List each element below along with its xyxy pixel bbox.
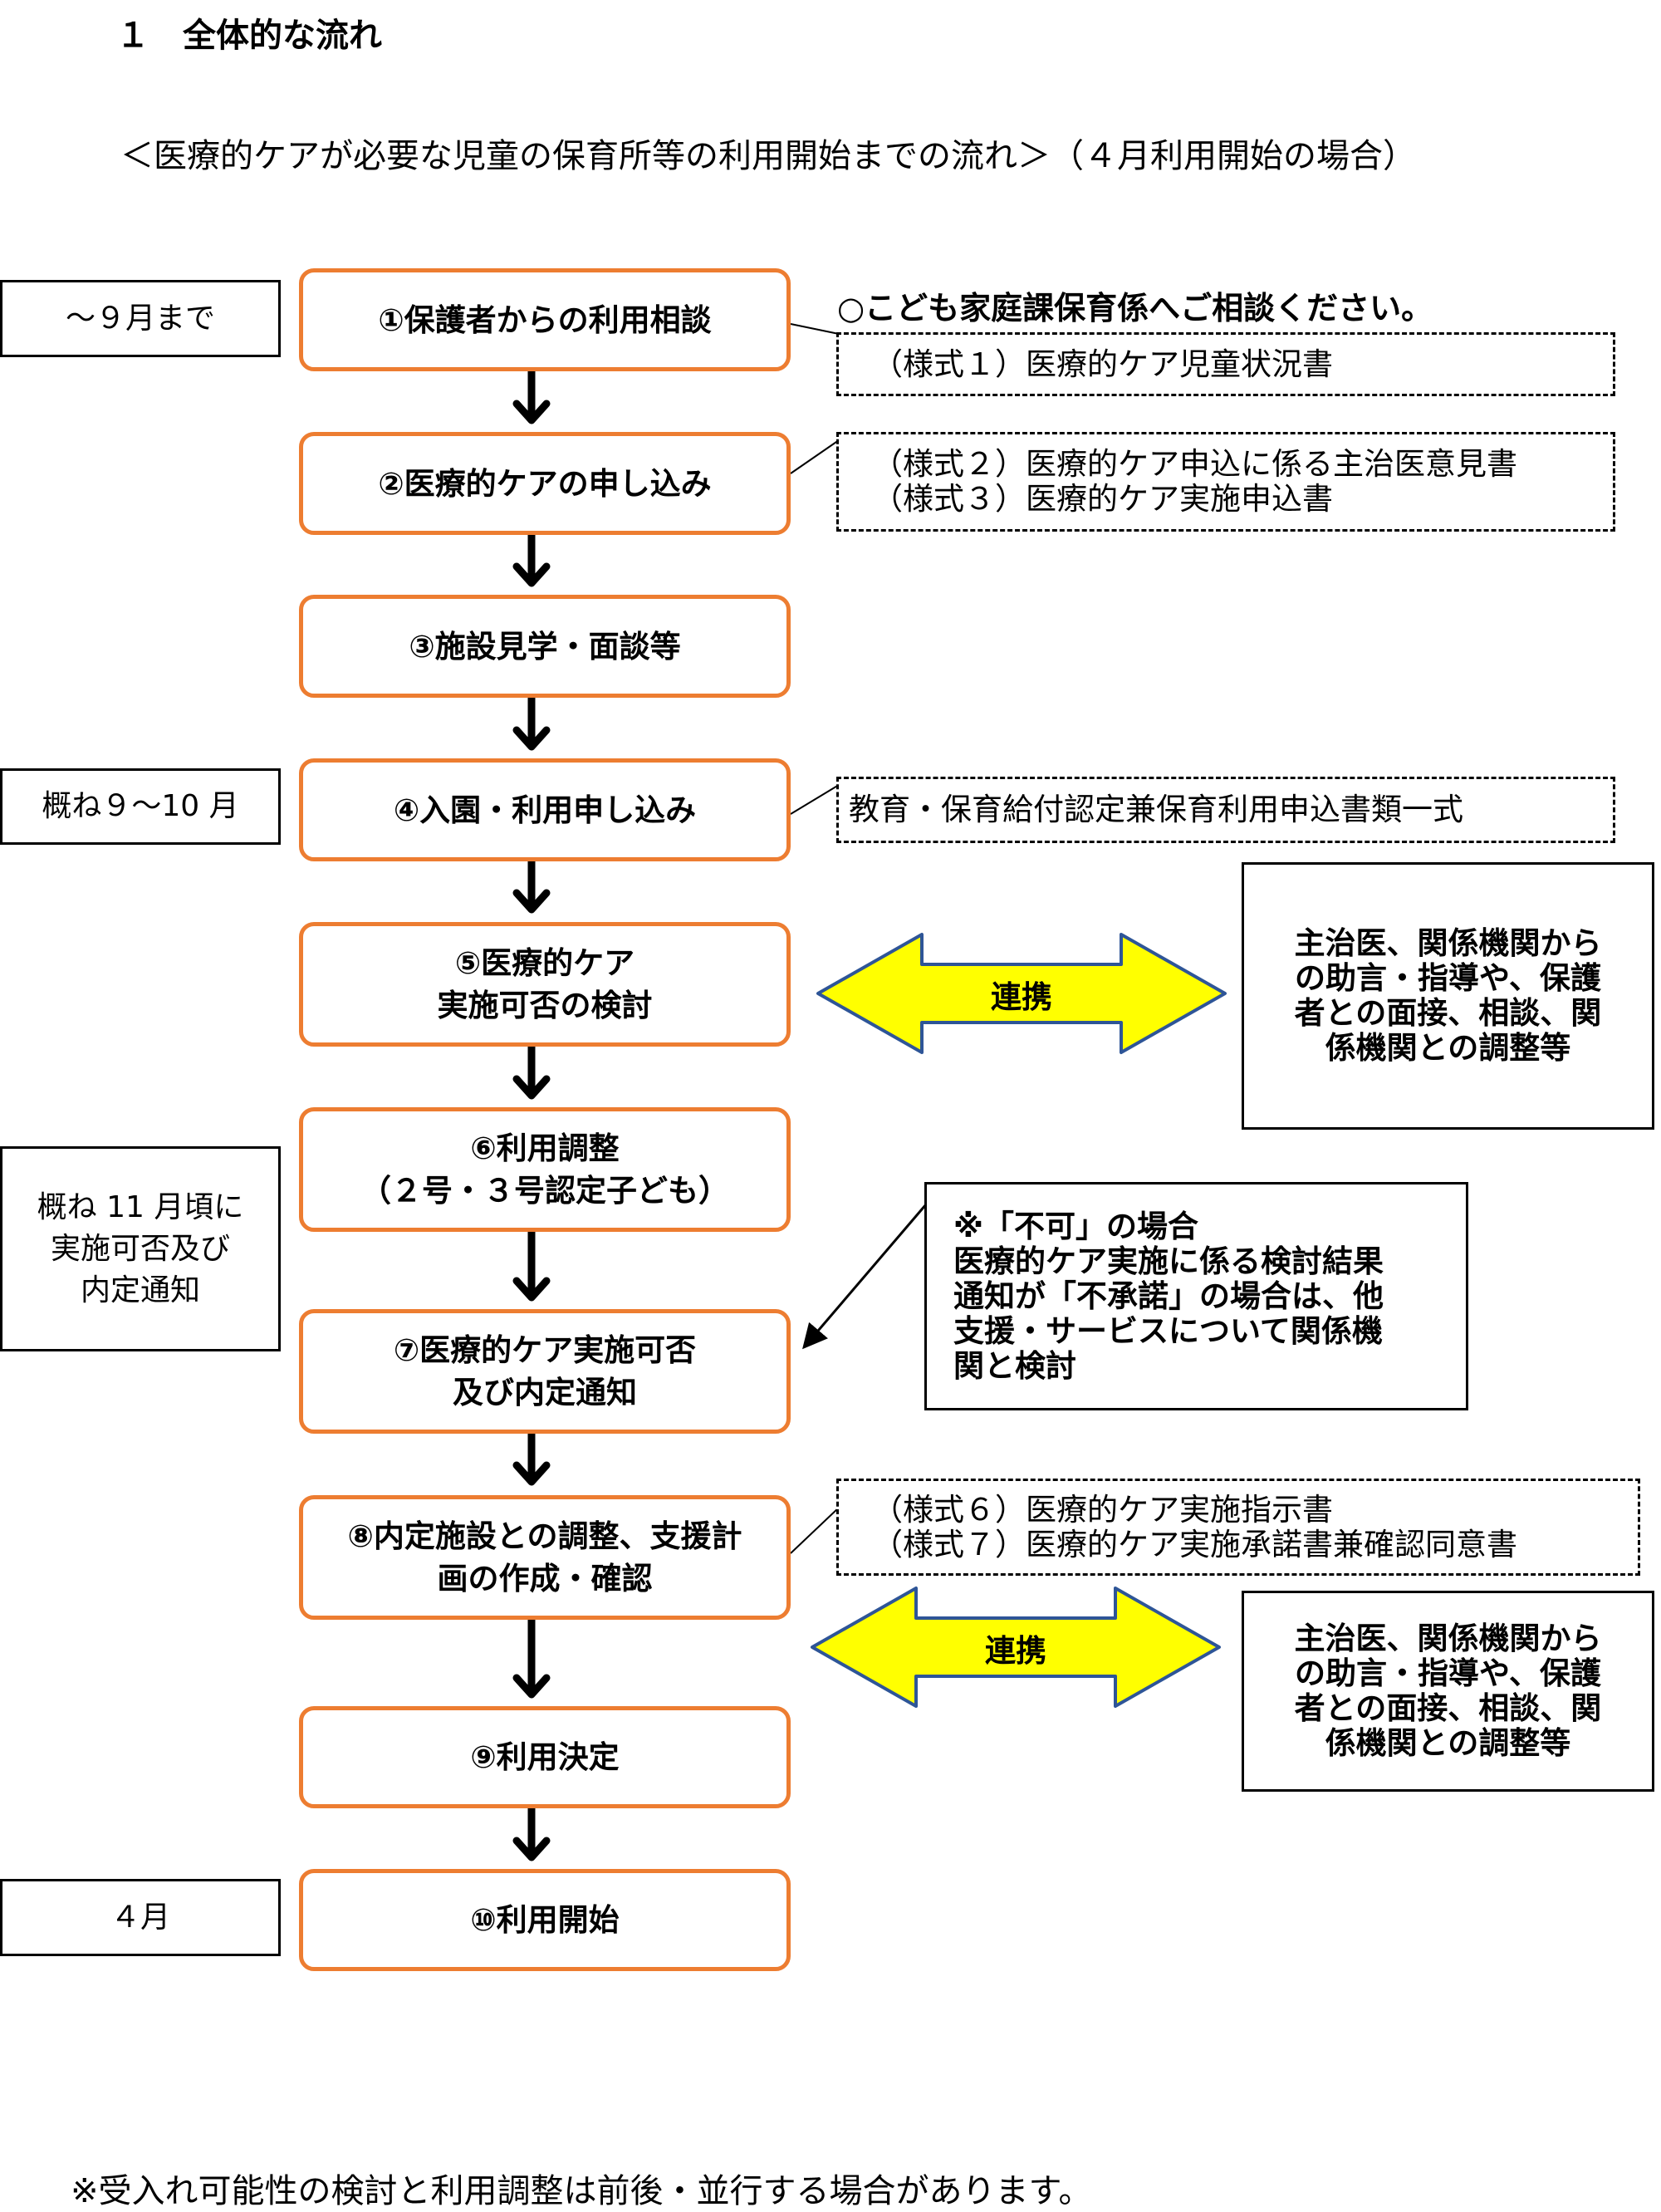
flow-step-3: ③施設見学・面談等: [299, 595, 791, 698]
flow-step-6: ⑥利用調整 （２号・３号認定子ども）: [299, 1107, 791, 1232]
step-label: 画の作成・確認: [437, 1561, 653, 1596]
cooperation-note-line: 係機関との調整等: [1325, 1030, 1571, 1066]
diagram-subtitle: ＜医療的ケアが必要な児童の保育所等の利用開始までの流れ＞（４月利用開始の場合）: [120, 137, 1416, 175]
step-label: ⑤医療的ケア: [454, 945, 635, 981]
period-label: ～９月まで: [65, 301, 215, 336]
cooperation-label: 連携: [985, 1633, 1046, 1669]
consultation-note: ○こども家庭課保育係へご相談ください。: [837, 290, 1433, 326]
period-label: ４月: [110, 1900, 170, 1935]
cooperation-note-line: の助言・指導や、保護: [1295, 1655, 1601, 1691]
cooperation-note-box: 主治医、関係機関から の助言・指導や、保護 者との面接、相談、関 係機関との調整…: [1242, 1591, 1654, 1792]
period-box: 概ね 11 月頃に 実施可否及び 内定通知: [0, 1146, 281, 1351]
period-label: 内定通知: [80, 1273, 200, 1307]
doc-connector: [790, 323, 840, 1554]
period-label: 概ね９～10 月: [42, 789, 239, 823]
document-item: 教育・保育給付認定兼保育利用申込書類一式: [849, 792, 1463, 827]
cooperation-label: 連携: [991, 979, 1052, 1015]
document-item: （様式６）医療的ケア実施指示書: [872, 1491, 1333, 1528]
flow-step-5: ⑤医療的ケア 実施可否の検討: [299, 922, 791, 1047]
flow-step-8: ⑧内定施設との調整、支援計 画の作成・確認: [299, 1495, 791, 1620]
step-label: ①保護者からの利用相談: [378, 302, 712, 338]
cooperation-note-line: の助言・指導や、保護: [1295, 960, 1601, 996]
rejection-note-box: ※「不可」の場合 医療的ケア実施に係る検討結果 通知が「不承諾」の場合は、他 支…: [924, 1182, 1468, 1410]
flow-step-9: ⑨利用決定: [299, 1706, 791, 1808]
step-label: ⑥利用調整: [470, 1131, 620, 1166]
rejection-note-line: 関と検討: [953, 1347, 1076, 1384]
step-label: ②医療的ケアの申し込み: [378, 465, 712, 502]
cooperation-note-line: 者との面接、相談、関: [1294, 1690, 1602, 1726]
flow-step-10: ⑩利用開始: [299, 1869, 791, 1971]
rejection-note-line: 医療的ケア実施に係る検討結果: [953, 1243, 1384, 1279]
step-label: ⑨利用決定: [470, 1739, 620, 1775]
flow-step-2: ②医療的ケアの申し込み: [299, 432, 791, 535]
step-label: ⑩利用開始: [470, 1902, 620, 1938]
period-label: 概ね 11 月頃に: [37, 1189, 244, 1224]
period-box: ～９月まで: [0, 280, 281, 357]
step-label: （２号・３号認定子ども）: [360, 1173, 729, 1209]
document-list: （様式６）医療的ケア実施指示書 （様式７）医療的ケア実施承諾書兼確認同意書: [836, 1479, 1640, 1576]
document-list: （様式２）医療的ケア申込に係る主治医意見書 （様式３）医療的ケア実施申込書: [836, 432, 1615, 532]
flow-arrow: [512, 367, 551, 1861]
cooperation-double-arrow: [816, 933, 1227, 1054]
footnote: ※受入れ可能性の検討と利用調整は前後・並行する場合があります。: [71, 2172, 1092, 2210]
cooperation-note-box: 主治医、関係機関から の助言・指導や、保護 者との面接、相談、関 係機関との調整…: [1242, 862, 1654, 1130]
rejection-note-line: 支援・サービスについて関係機: [953, 1312, 1383, 1349]
step-label: ③施設見学・面談等: [409, 628, 681, 665]
step-label: ⑦医療的ケア実施可否: [393, 1332, 697, 1368]
step-label: ④入園・利用申し込み: [393, 792, 697, 828]
cooperation-double-arrow: [811, 1587, 1221, 1708]
flow-step-4: ④入園・利用申し込み: [299, 758, 791, 861]
period-label: 実施可否及び: [50, 1231, 230, 1266]
rejection-pointer-arrow: [802, 1204, 928, 1350]
step-label: 及び内定通知: [453, 1375, 637, 1410]
step-label: 実施可否の検討: [437, 988, 653, 1023]
period-box: 概ね９～10 月: [0, 768, 281, 845]
cooperation-note-line: 者との面接、相談、関: [1294, 995, 1602, 1031]
flow-step-1: ①保護者からの利用相談: [299, 268, 791, 371]
flow-step-7: ⑦医療的ケア実施可否 及び内定通知: [299, 1309, 791, 1434]
step-label: ⑧内定施設との調整、支援計: [347, 1518, 742, 1554]
rejection-note-line: 通知が「不承諾」の場合は、他: [953, 1278, 1384, 1314]
section-title: １ 全体的な流れ: [116, 17, 382, 55]
document-list: 教育・保育給付認定兼保育利用申込書類一式: [836, 777, 1615, 843]
document-item: （様式２）医療的ケア申込に係る主治医意見書: [872, 446, 1517, 482]
document-item: （様式１）医療的ケア児童状況書: [872, 346, 1333, 382]
cooperation-note-line: 主治医、関係機関から: [1294, 925, 1602, 961]
period-box: ４月: [0, 1879, 281, 1956]
document-item: （様式７）医療的ケア実施承諾書兼確認同意書: [872, 1526, 1517, 1562]
rejection-note-line: ※「不可」の場合: [953, 1208, 1198, 1244]
cooperation-note-line: 主治医、関係機関から: [1294, 1621, 1602, 1656]
document-item: （様式３）医療的ケア実施申込書: [872, 481, 1333, 517]
cooperation-note-line: 係機関との調整等: [1325, 1725, 1571, 1761]
document-list: （様式１）医療的ケア児童状況書: [836, 332, 1615, 396]
